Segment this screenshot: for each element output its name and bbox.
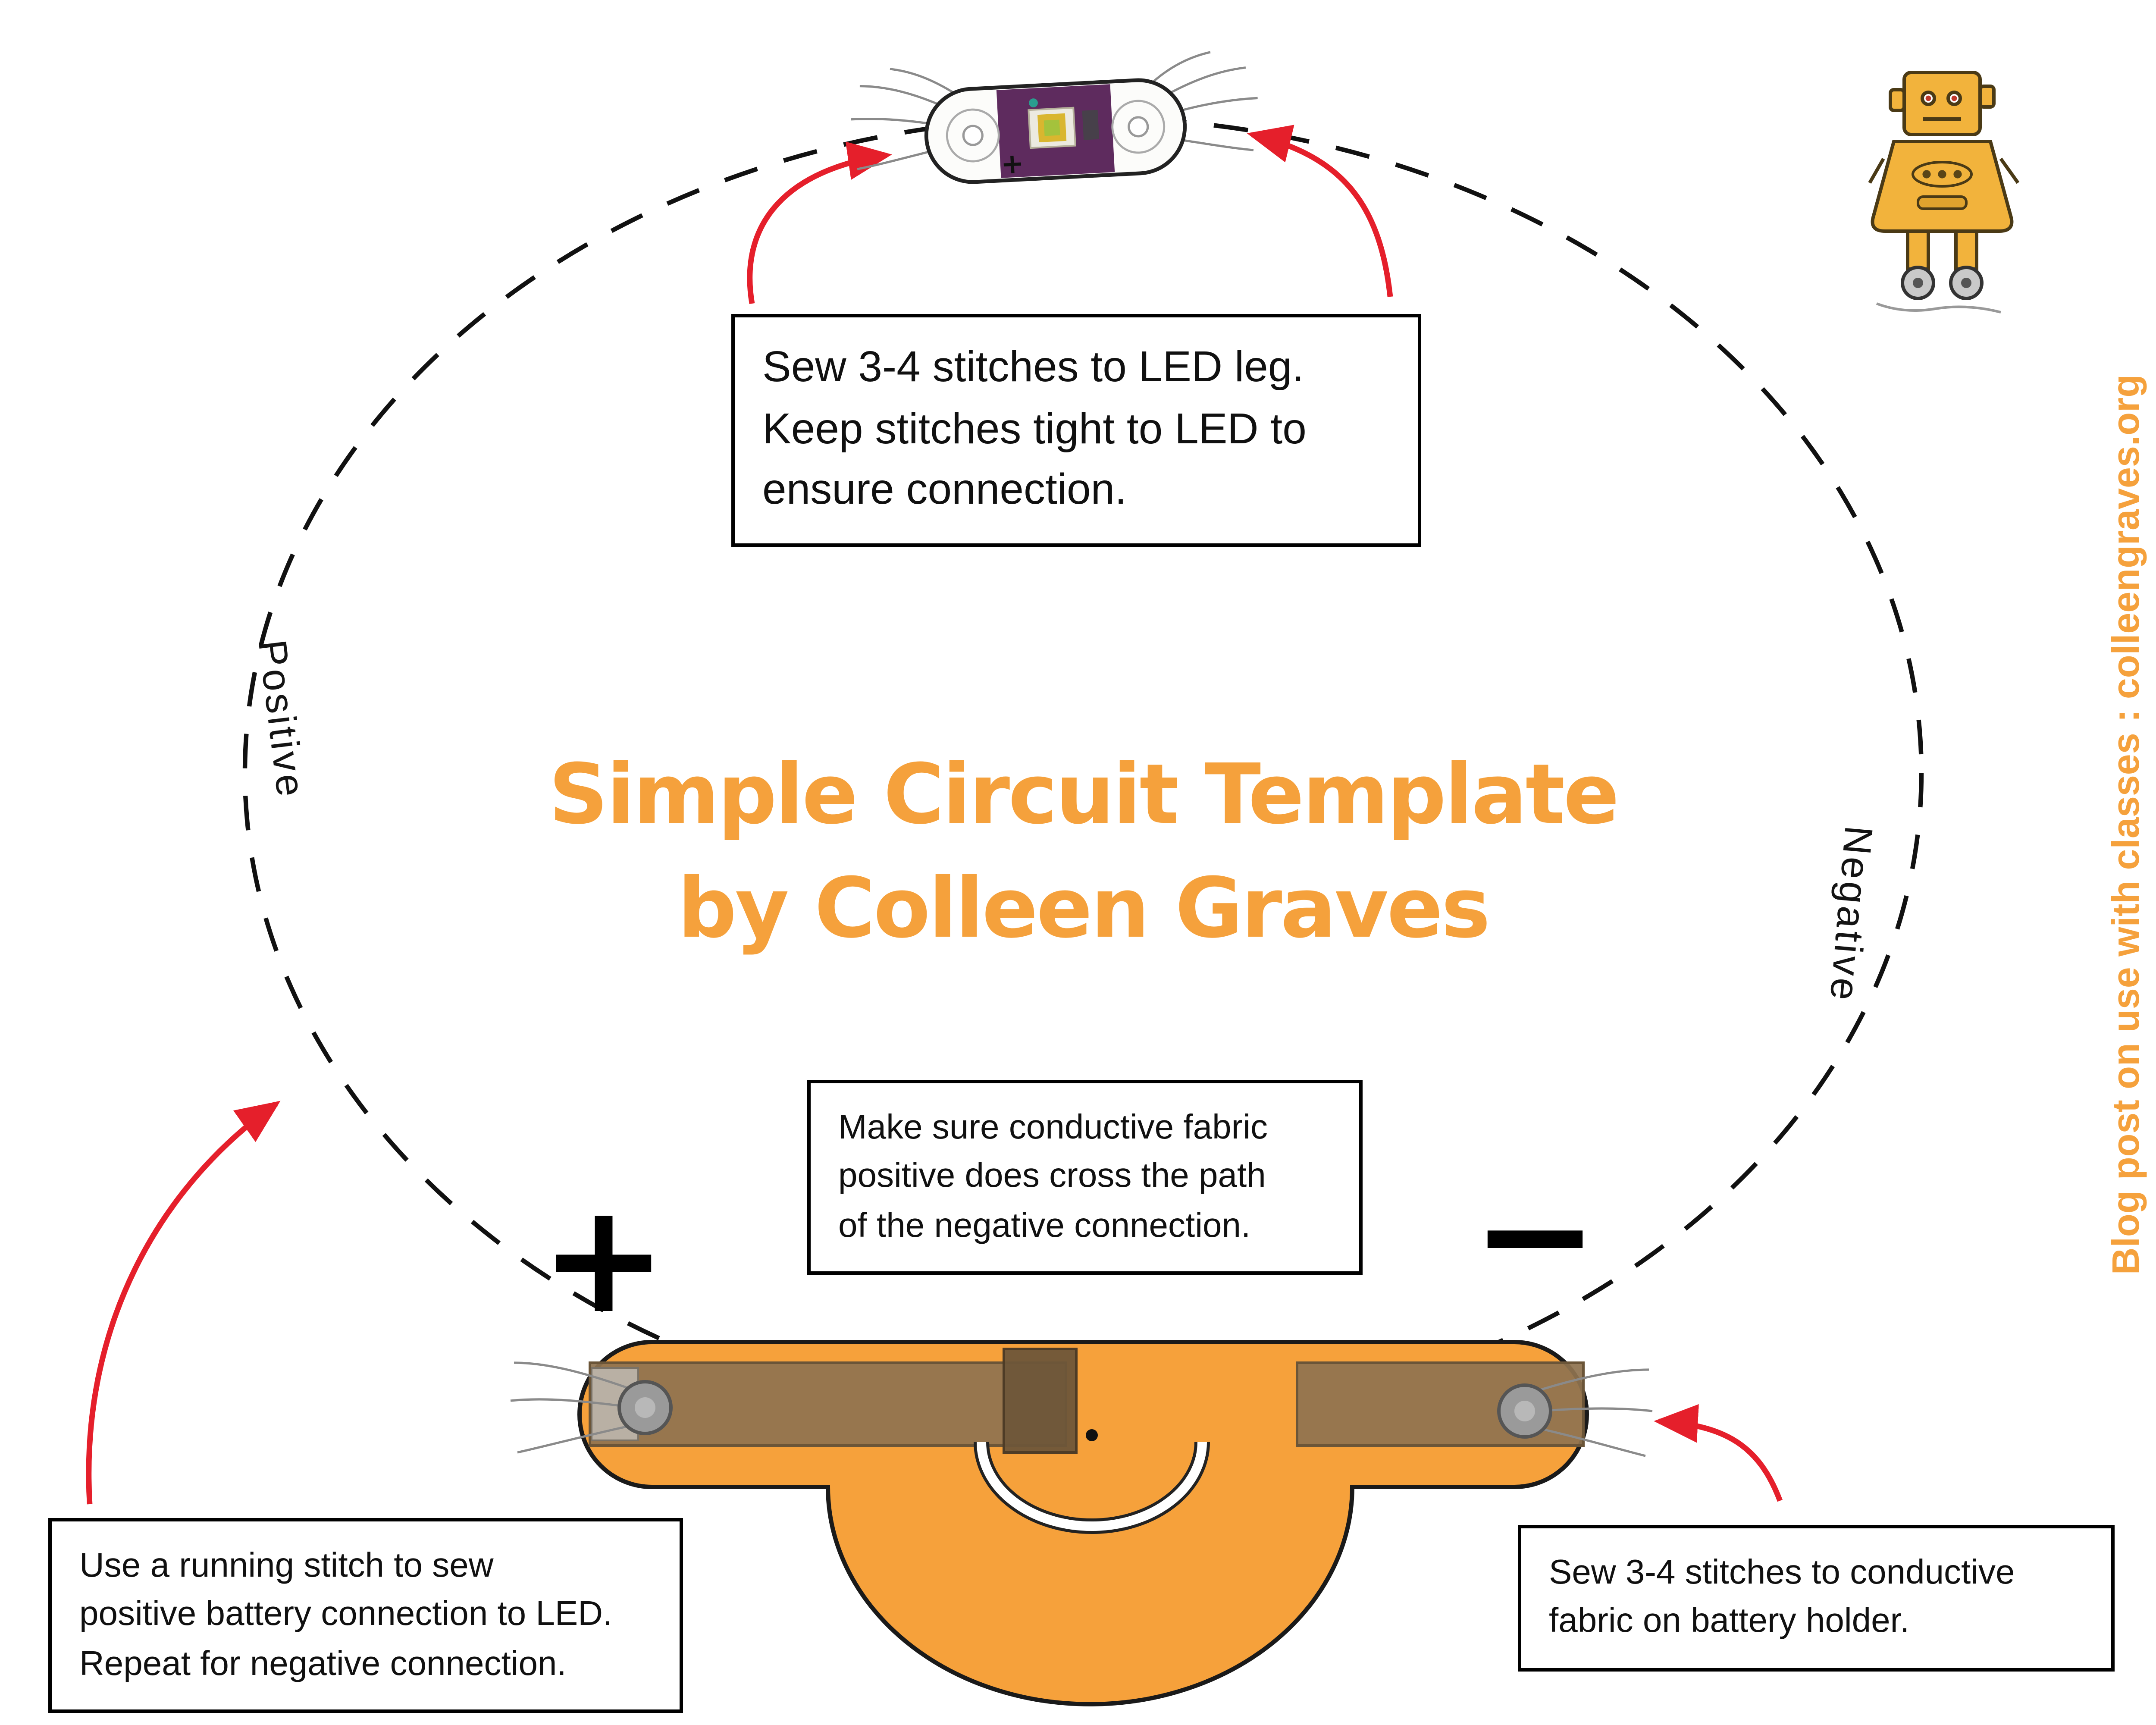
battery-center-dot <box>1086 1429 1098 1441</box>
callout-running-line2: positive battery connection to LED. <box>79 1596 613 1634</box>
robot-ground-line <box>1876 302 2001 314</box>
snap-positive-hub <box>635 1397 655 1418</box>
led-chip-core <box>1044 119 1060 136</box>
robot-arm-left <box>1868 158 1885 184</box>
robot-pupil-right <box>1951 95 1957 101</box>
stitch-whiskers-holder-left <box>510 1361 635 1454</box>
robot-wheel-hub-left <box>1913 278 1923 288</box>
callout-running-stitch: Use a running stitch to sew positive bat… <box>48 1518 683 1713</box>
arrow-to-led-left <box>747 141 892 304</box>
robot-leg-right <box>1954 229 1978 271</box>
callout-conductive-fabric: Make sure conductive fabric positive doe… <box>807 1080 1363 1275</box>
callout-fabric-line3: of the negative connection. <box>838 1207 1251 1245</box>
stitch-whiskers-holder-right <box>1538 1368 1653 1457</box>
led-module: + <box>851 51 1258 184</box>
robot-ear-left <box>1889 88 1906 112</box>
robot-arm-right <box>1999 157 2020 184</box>
led-sew-hole-left <box>962 125 984 146</box>
blog-note: Blog post on use with classes : colleeng… <box>2104 374 2147 1275</box>
stitch-path-ellipse <box>242 115 1924 1431</box>
arrow-to-running-stitch <box>86 1101 281 1505</box>
callout-fabric-line1: Make sure conductive fabric <box>838 1109 1268 1147</box>
robot-leg-left <box>1906 229 1930 271</box>
callout-led-line2: Keep stitches tight to LED to <box>762 405 1307 453</box>
callout-led-line1: Sew 3-4 stitches to LED leg. <box>762 343 1304 392</box>
callout-led-stitches: Sew 3-4 stitches to LED leg. Keep stitch… <box>731 314 1421 546</box>
snap-negative-hub <box>1514 1401 1535 1421</box>
robot-pupil-left <box>1925 95 1931 101</box>
robot-ear-right <box>1978 85 1996 109</box>
arrow-to-battery-fabric <box>1654 1404 1783 1502</box>
robot-vent-hole <box>1922 170 1931 179</box>
arrow-to-led-right <box>1247 125 1393 297</box>
robot-vent-panel <box>1912 161 1973 188</box>
led-teal-dot <box>1029 98 1038 108</box>
led-sew-hole-right <box>1128 116 1149 138</box>
callout-led-line3: ensure connection. <box>762 466 1127 514</box>
robot-vent-hole <box>1953 170 1962 179</box>
diagram-title-line1: Simple Circuit Template <box>548 747 1619 844</box>
callout-battery-holder: Sew 3-4 stitches to conductive fabric on… <box>1518 1525 2115 1672</box>
robot-vent-hole <box>1938 170 1946 179</box>
diagram-title-line2: by Colleen Graves <box>677 861 1490 958</box>
callout-battery-line2: fabric on battery holder. <box>1549 1603 1910 1641</box>
led-plus-marking: + <box>1000 147 1025 181</box>
robot-illustration <box>1868 71 2020 314</box>
battery-holder <box>510 1340 1653 1706</box>
fabric-overlap-square <box>1003 1348 1078 1454</box>
led-resistor <box>1082 110 1100 140</box>
pointer-arrows <box>86 125 1783 1505</box>
callout-fabric-line2: positive does cross the path <box>838 1158 1266 1196</box>
callout-running-line3: Repeat for negative connection. <box>79 1645 567 1684</box>
callout-running-line1: Use a running stitch to sew <box>79 1547 494 1585</box>
robot-slot <box>1917 195 1968 210</box>
diagram-title: Simple Circuit Template by Colleen Grave… <box>497 738 1670 967</box>
battery-slot-arc <box>977 1442 1207 1531</box>
callout-battery-line1: Sew 3-4 stitches to conductive <box>1549 1554 2015 1592</box>
minus-symbol: − <box>1471 1145 1599 1323</box>
plus-symbol: + <box>540 1170 667 1347</box>
robot-wheel-hub-right <box>1961 278 1971 288</box>
robot-head <box>1902 71 1982 136</box>
